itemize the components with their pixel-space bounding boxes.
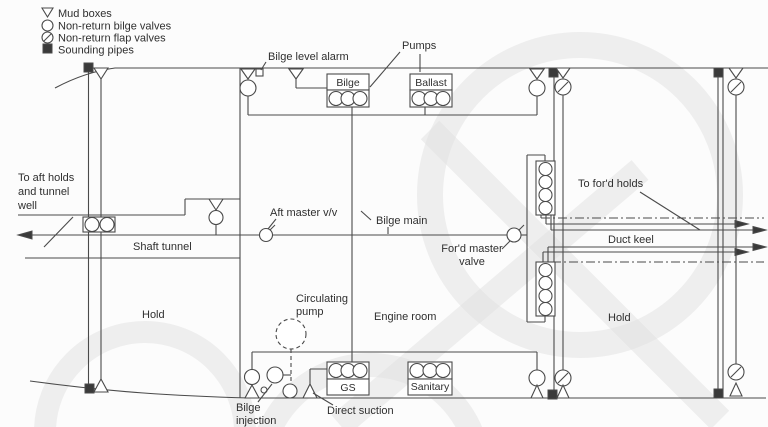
sounding-pipe-icon (83, 62, 94, 73)
fwd-arrowhead (734, 219, 750, 229)
lower-manifold (535, 261, 556, 317)
fwd-master-valve-icon (506, 227, 522, 243)
mud-box-icon (239, 68, 257, 80)
legend-label: Non-return flap valves (58, 33, 166, 45)
mud-box-icon (287, 68, 305, 80)
label-bilge-injection: Bilge (236, 402, 260, 414)
sanitary-pump-box: Sanitary (407, 361, 453, 396)
label-to-aft-holds: well (17, 200, 37, 212)
pump-icon (422, 362, 438, 379)
bilge-pump-box: Bilge (326, 73, 370, 108)
bellmouth-icon (93, 377, 109, 393)
gs-pump-box: GS (326, 361, 370, 396)
pump-icon (435, 90, 451, 107)
upper-manifold (535, 160, 556, 216)
non-return-valve-icon (84, 216, 100, 233)
sounding-pipe-icon (84, 383, 95, 394)
pump-icon (409, 362, 425, 379)
label-to-aft-holds: and tunnel (18, 186, 69, 198)
mud-box-icon (727, 67, 745, 79)
legend-label: Non-return bilge valves (58, 21, 172, 33)
valves-and-fittings (82, 62, 745, 400)
mud-box-icon (207, 198, 225, 212)
non-return-valve-icon (528, 79, 546, 97)
aft-arrowhead (16, 230, 33, 240)
fwd-arrowhead (734, 247, 750, 257)
ballast-pump-label: Ballast (415, 77, 447, 89)
label-to-fwd-holds: To for'd holds (578, 178, 644, 190)
watermark (34, 32, 743, 427)
bellmouth-icon (530, 383, 544, 399)
bilge-pump-label: Bilge (336, 77, 360, 89)
pump-icon (435, 362, 451, 379)
label-circulating-pump: pump (296, 306, 324, 318)
non-return-valve-icon (528, 369, 546, 387)
label-shaft-tunnel: Shaft tunnel (133, 241, 192, 253)
bellmouth-icon (729, 381, 743, 397)
sounding-pipe-icon (713, 388, 724, 399)
pump-icon (352, 90, 368, 107)
non-return-valve-icon (239, 79, 257, 97)
label-fwd-master-valve: For'd master (441, 243, 503, 255)
mud-box-icon (554, 67, 572, 79)
non-return-valve-icon (243, 368, 261, 386)
direct-suction-bellmouth-icon (302, 382, 318, 399)
bilge-injection-valve-icon (266, 366, 284, 384)
ballast-pump-box: Ballast (409, 73, 453, 108)
leader-lines (43, 51, 701, 406)
non-return-bilge-valve-icon (41, 19, 54, 32)
mud-box-icon (528, 68, 546, 80)
circulating-pump-icon (275, 318, 307, 350)
legend-label: Sounding pipes (58, 45, 134, 57)
sounding-pipe-icon (42, 43, 53, 54)
aft-master-valve-icon (258, 227, 274, 243)
sanitary-pump-label: Sanitary (411, 381, 450, 393)
gs-pump-label: GS (340, 382, 355, 394)
non-return-valve-icon (99, 216, 115, 233)
label-fwd-master-valve: valve (459, 256, 485, 268)
pipework (16, 72, 768, 384)
label-hold-aft: Hold (142, 309, 165, 321)
mud-box-icon (92, 67, 110, 81)
legend-label: Mud boxes (58, 8, 112, 20)
tank-top-line (29, 380, 766, 399)
label-circulating-pump: Circulating (296, 293, 348, 305)
sounding-pipe-icon (547, 389, 558, 400)
legend: Mud boxes Non-return bilge valves Non-re… (41, 7, 172, 57)
sounding-pipe-icon (713, 67, 724, 78)
label-direct-suction: Direct suction (327, 405, 394, 417)
label-bilge-main: Bilge main (376, 215, 427, 227)
bilge-level-alarm-icon (255, 68, 264, 77)
fwd-arrowhead (752, 225, 768, 235)
label-to-aft-holds: To aft holds (18, 172, 75, 184)
non-return-valve-icon (282, 383, 298, 399)
non-return-valve-icon (208, 209, 224, 226)
label-hold-fwd: Hold (608, 312, 631, 324)
label-duct-keel: Duct keel (608, 234, 654, 246)
label-pumps: Pumps (402, 40, 437, 52)
label-engine-room: Engine room (374, 311, 436, 323)
mud-box-icon (41, 7, 54, 19)
label-bilge-injection: injection (236, 415, 276, 427)
pump-icon (352, 362, 368, 379)
fwd-arrowhead (752, 242, 768, 252)
bellmouth-icon (556, 383, 570, 399)
label-aft-master-valve: Aft master v/v (270, 207, 338, 219)
label-bilge-level-alarm: Bilge level alarm (268, 51, 349, 63)
diagram-labels: Bilge level alarm Pumps To aft holds and… (17, 40, 654, 427)
bellmouth-icon (244, 383, 260, 399)
sounding-pipe-icon (548, 67, 559, 78)
bulkheads (239, 68, 724, 398)
